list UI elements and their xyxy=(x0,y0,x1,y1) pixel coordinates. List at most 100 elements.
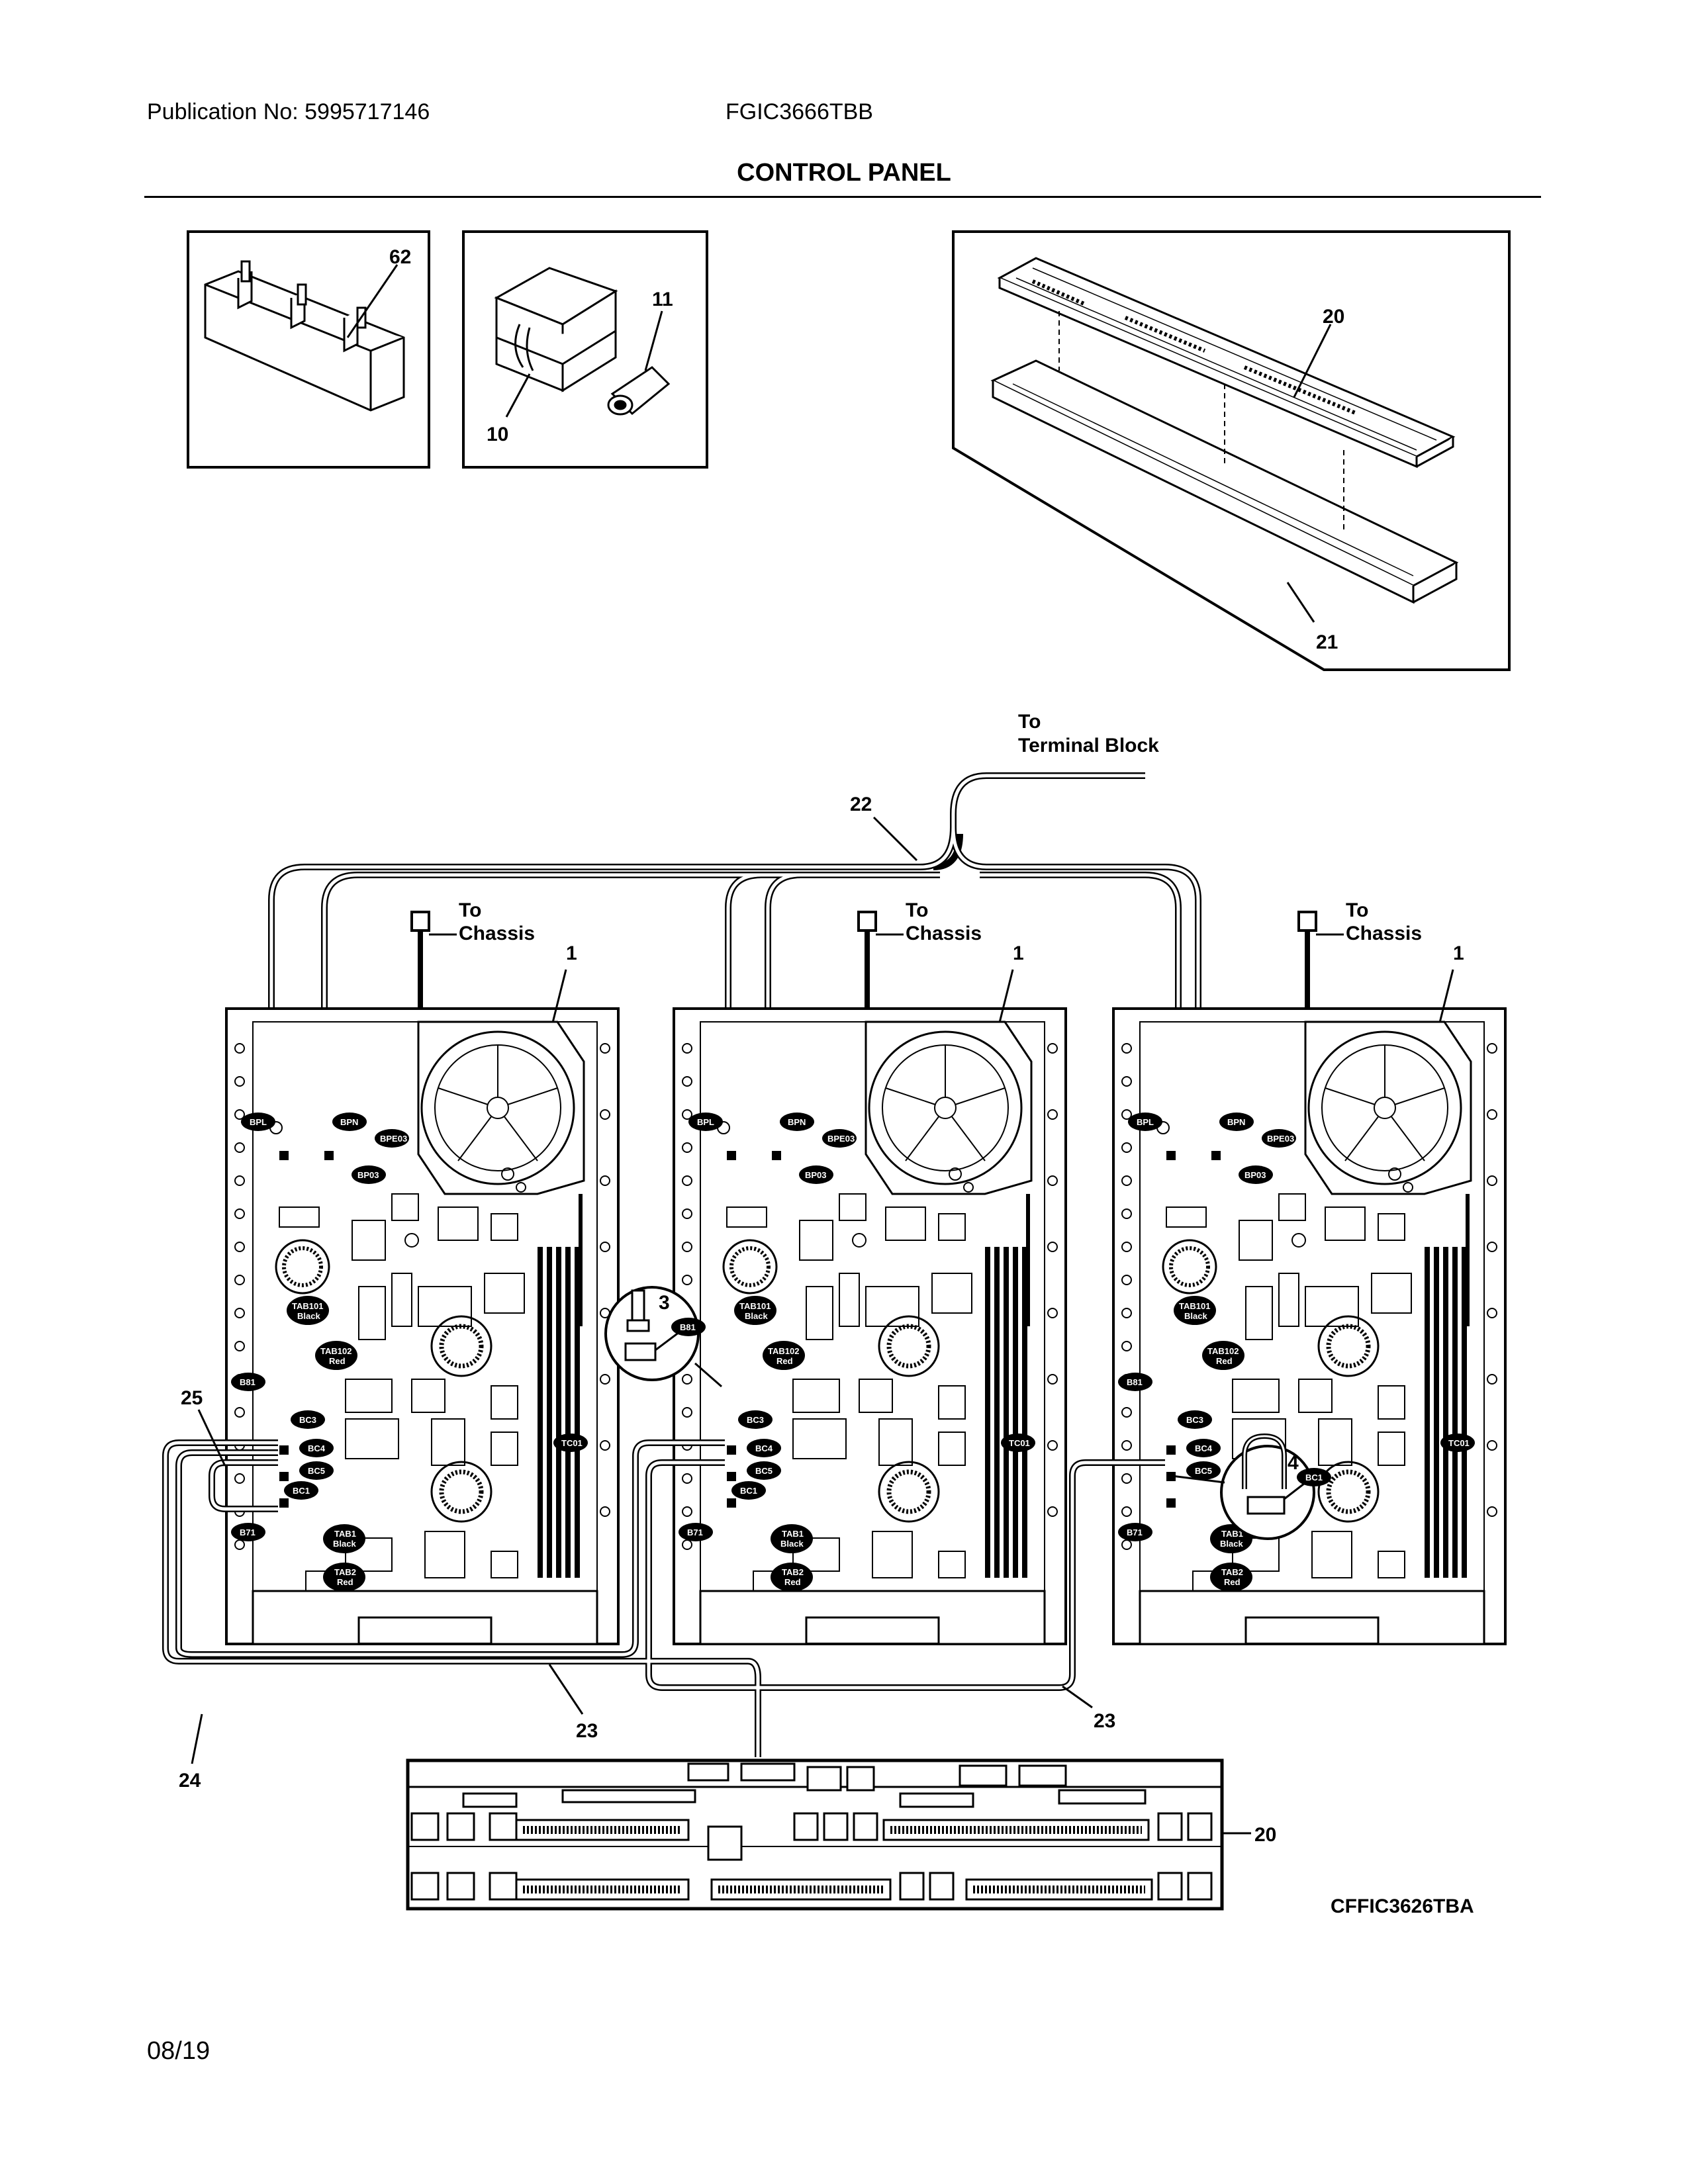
ui-board-slider-strips xyxy=(515,1819,1153,1901)
tag-b81: B81 xyxy=(1127,1377,1143,1387)
tag-bp03: BP03 xyxy=(805,1170,827,1180)
tag-bc5: BC5 xyxy=(308,1466,325,1476)
leader-23b xyxy=(1062,1685,1093,1709)
callout-10: 10 xyxy=(487,424,508,445)
detail-3-b81-connector: B81 xyxy=(604,1286,722,1388)
leader-21 xyxy=(1286,582,1315,623)
tag-bc3: BC3 xyxy=(1186,1415,1203,1425)
callout-20-bottom: 20 xyxy=(1254,1824,1276,1846)
detail-3-tag-b81: B81 xyxy=(680,1322,696,1332)
tag-bpe03: BPE03 xyxy=(1267,1134,1294,1144)
tag-bc5: BC5 xyxy=(755,1466,773,1476)
to-chassis-3-label: Chassis xyxy=(1346,923,1422,944)
callout-20-top: 20 xyxy=(1323,306,1344,328)
tag-tab2-red: Red xyxy=(784,1577,801,1587)
tag-bc4: BC4 xyxy=(755,1443,773,1453)
tag-bp03: BP03 xyxy=(1244,1170,1266,1180)
leader-1c xyxy=(1438,969,1454,1023)
detail-4-bc1-connector: BC1 xyxy=(1171,1433,1331,1540)
tag-tc01: TC01 xyxy=(561,1438,583,1448)
tag-bp03: BP03 xyxy=(357,1170,379,1180)
tag-tab1-black: Black xyxy=(333,1539,356,1549)
tag-tc01: TC01 xyxy=(1009,1438,1030,1448)
tag-bc1: BC1 xyxy=(740,1486,757,1496)
leader-10 xyxy=(505,373,531,418)
callout-1b: 1 xyxy=(1013,942,1024,964)
leader-20-top xyxy=(1293,324,1332,398)
to-chassis-2-to: To xyxy=(906,899,928,921)
callout-1c: 1 xyxy=(1453,942,1464,964)
to-chassis-1-label: Chassis xyxy=(459,923,535,944)
callout-3: 3 xyxy=(659,1292,670,1314)
tag-tab101-black: Black xyxy=(1184,1311,1207,1321)
tag-bc1: BC1 xyxy=(293,1486,310,1496)
tag-bc4: BC4 xyxy=(1195,1443,1213,1453)
tag-b71: B71 xyxy=(1127,1527,1143,1537)
title-rule xyxy=(144,196,1541,198)
tag-tab101: TAB101 xyxy=(292,1301,323,1311)
tag-bc5: BC5 xyxy=(1195,1466,1212,1476)
to-chassis-2-label: Chassis xyxy=(906,923,982,944)
to-chassis-1-to: To xyxy=(459,899,481,921)
to-terminal-label: To xyxy=(1018,711,1041,733)
tag-tab1: TAB1 xyxy=(334,1529,356,1539)
part-21-control-housing xyxy=(990,311,1459,604)
harness-22-inner xyxy=(269,774,1200,1032)
power-board-1 xyxy=(226,1009,618,1644)
revision-date: 08/19 xyxy=(147,2037,211,2065)
callout-23a: 23 xyxy=(576,1720,598,1742)
tag-tab1: TAB1 xyxy=(1221,1529,1243,1539)
tag-bpl: BPL xyxy=(697,1117,714,1127)
leader-1b xyxy=(998,969,1014,1023)
tag-bc3: BC3 xyxy=(747,1415,764,1425)
tag-tab101-black: Black xyxy=(745,1311,768,1321)
publication-number: Publication No: 5995717146 xyxy=(147,99,430,124)
tag-bpn: BPN xyxy=(340,1117,358,1127)
tag-tab2: TAB2 xyxy=(782,1567,804,1577)
tag-tc01: TC01 xyxy=(1448,1438,1470,1448)
terminal-block-label: Terminal Block xyxy=(1018,735,1159,756)
leader-22 xyxy=(872,816,918,862)
power-board-2 xyxy=(674,1009,1066,1644)
power-board-3 xyxy=(1113,1009,1505,1644)
leader-62 xyxy=(346,264,399,338)
page-title: CONTROL PANEL xyxy=(737,159,951,187)
tag-bpl: BPL xyxy=(250,1117,267,1127)
leader-25 xyxy=(197,1409,226,1467)
part-62-wire-clip xyxy=(204,260,405,412)
part-10-cube xyxy=(494,267,618,392)
tag-tab2: TAB2 xyxy=(1221,1567,1243,1577)
harness-23-24-25-inner xyxy=(164,1441,1165,1757)
model-number: FGIC3666TBB xyxy=(726,99,873,124)
callout-22: 22 xyxy=(850,794,872,815)
tag-tab1-black: Black xyxy=(1220,1539,1243,1549)
tag-tab102: TAB102 xyxy=(1207,1346,1239,1356)
tag-tab101: TAB101 xyxy=(1179,1301,1210,1311)
tag-tab102: TAB102 xyxy=(768,1346,799,1356)
callout-1a: 1 xyxy=(566,942,577,964)
callout-62: 62 xyxy=(389,246,411,268)
to-chassis-3-to: To xyxy=(1346,899,1368,921)
diagram-code: CFFIC3626TBA xyxy=(1331,1895,1474,1917)
tag-tab2-red: Red xyxy=(1224,1577,1241,1587)
part-20-control-board-top xyxy=(997,257,1456,469)
part-11-ferrite xyxy=(607,366,671,416)
tag-tab101-black: Black xyxy=(297,1311,320,1321)
tag-tab101: TAB101 xyxy=(739,1301,771,1311)
tag-bc3: BC3 xyxy=(299,1415,316,1425)
callout-25: 25 xyxy=(181,1387,203,1409)
tag-tab102-red: Red xyxy=(329,1356,346,1366)
callout-11: 11 xyxy=(652,289,673,310)
tag-bpl: BPL xyxy=(1137,1117,1154,1127)
chassis-ground-wires xyxy=(410,911,1344,1032)
callout-24: 24 xyxy=(179,1770,201,1792)
leader-11 xyxy=(644,310,663,371)
tag-bpn: BPN xyxy=(788,1117,806,1127)
tag-tab2: TAB2 xyxy=(334,1567,356,1577)
leader-24 xyxy=(191,1713,203,1764)
tag-bpe03: BPE03 xyxy=(380,1134,407,1144)
